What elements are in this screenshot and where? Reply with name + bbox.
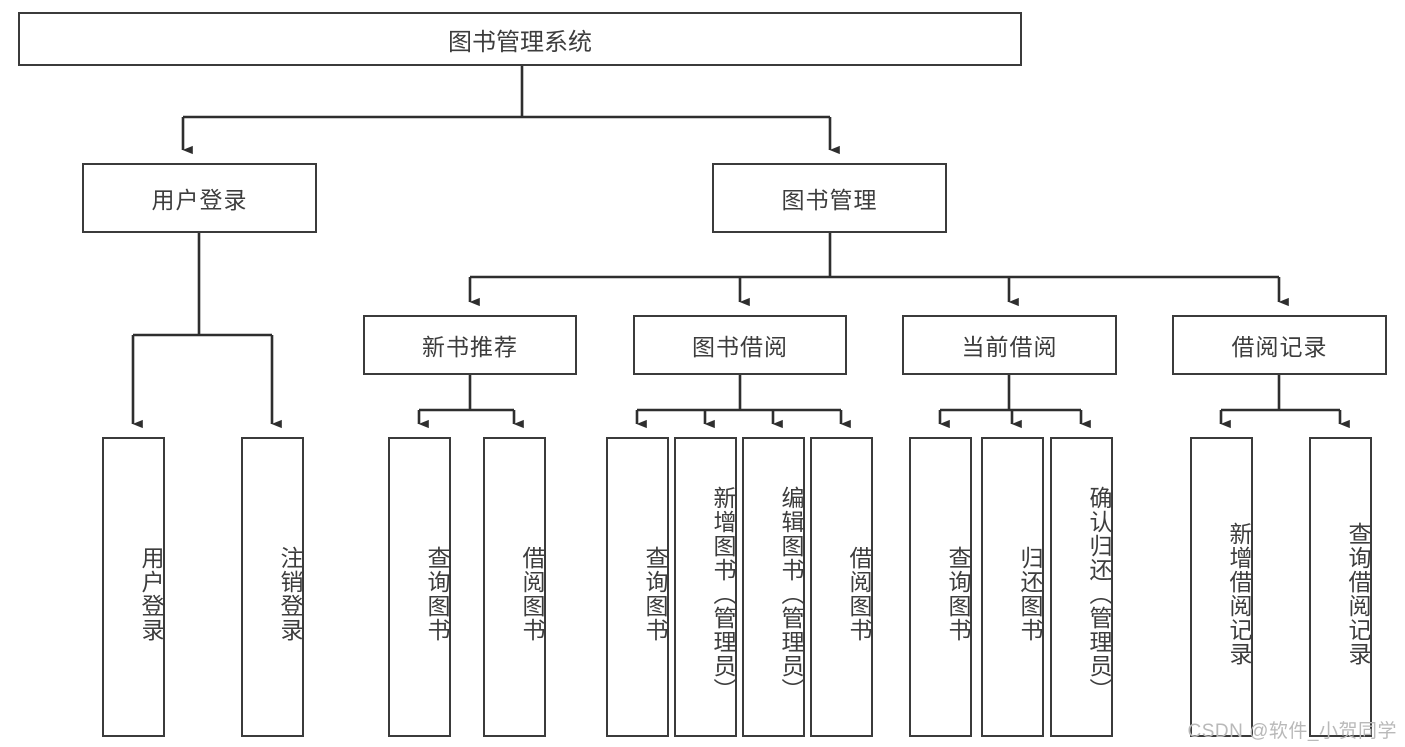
node-label: 编辑图书（管理员） — [778, 486, 804, 702]
node-user-login[interactable]: 用户登录 — [82, 163, 317, 233]
node-label: 用户登录 — [151, 187, 248, 213]
node-label: 借阅图书 — [519, 546, 545, 642]
leaf-edit-book-admin[interactable]: 编辑图书（管理员） — [742, 437, 805, 737]
node-book-management[interactable]: 图书管理 — [712, 163, 947, 233]
node-label: 查询图书 — [642, 546, 668, 642]
leaf-query-borrow-record[interactable]: 查询借阅记录 — [1309, 437, 1372, 737]
node-root-system[interactable]: 图书管理系统 — [18, 12, 1022, 66]
leaf-logout[interactable]: 注销登录 — [241, 437, 304, 737]
node-label: 借阅图书 — [846, 546, 872, 642]
leaf-borrow-book[interactable]: 借阅图书 — [810, 437, 873, 737]
node-label: 借阅记录 — [1231, 334, 1328, 360]
node-label: 当前借阅 — [961, 334, 1058, 360]
watermark-label: CSDN @软件_小贺同学 — [1187, 721, 1397, 742]
node-label: 图书管理系统 — [448, 28, 592, 56]
leaf-confirm-return-admin[interactable]: 确认归还（管理员） — [1050, 437, 1113, 737]
node-label: 图书借阅 — [692, 334, 788, 360]
node-borrow-records[interactable]: 借阅记录 — [1172, 315, 1387, 375]
node-label: 注销登录 — [277, 546, 303, 642]
node-label: 新增图书（管理员） — [710, 486, 736, 702]
leaf-query-book-current[interactable]: 查询图书 — [909, 437, 972, 737]
node-new-book-recommend[interactable]: 新书推荐 — [363, 315, 577, 375]
leaf-borrow-book-new[interactable]: 借阅图书 — [483, 437, 546, 737]
node-book-borrow[interactable]: 图书借阅 — [633, 315, 847, 375]
node-label: 用户登录 — [138, 546, 164, 642]
node-label: 新书推荐 — [422, 334, 518, 360]
node-label: 查询图书 — [424, 546, 450, 642]
node-label: 确认归还（管理员） — [1086, 486, 1112, 702]
node-label: 归还图书 — [1017, 546, 1043, 642]
leaf-user-login[interactable]: 用户登录 — [102, 437, 165, 737]
node-current-borrow[interactable]: 当前借阅 — [902, 315, 1117, 375]
leaf-add-borrow-record[interactable]: 新增借阅记录 — [1190, 437, 1253, 737]
node-label: 图书管理 — [781, 187, 878, 213]
node-label: 查询图书 — [945, 546, 971, 642]
leaf-query-book-new[interactable]: 查询图书 — [388, 437, 451, 737]
leaf-add-book-admin[interactable]: 新增图书（管理员） — [674, 437, 737, 737]
leaf-return-book[interactable]: 归还图书 — [981, 437, 1044, 737]
node-label: 新增借阅记录 — [1226, 522, 1252, 666]
leaf-query-book-borrow[interactable]: 查询图书 — [606, 437, 669, 737]
node-label: 查询借阅记录 — [1345, 522, 1371, 666]
